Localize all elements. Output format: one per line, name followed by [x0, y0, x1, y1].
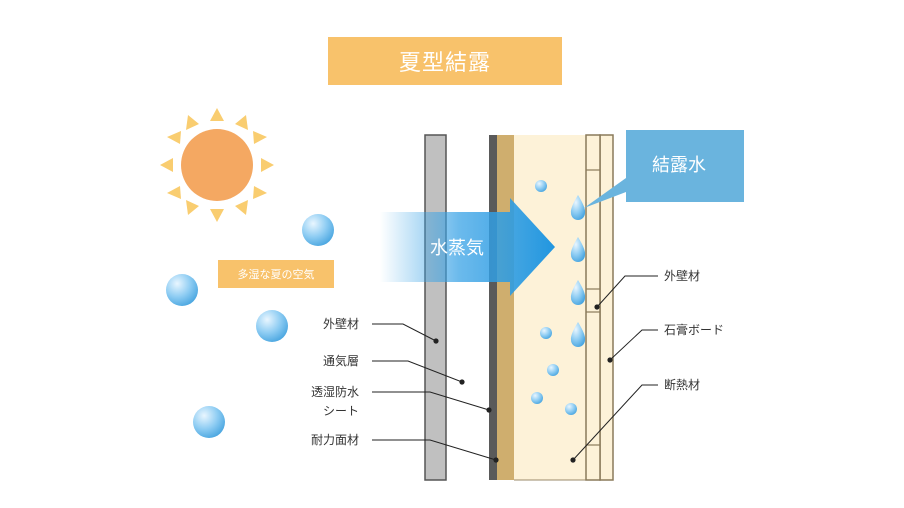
label-insulation: 断熱材 — [664, 378, 701, 392]
insulation-layer — [514, 135, 586, 480]
small-droplet — [565, 403, 577, 415]
teardrop-icon — [570, 322, 586, 347]
teardrop-icon — [570, 195, 586, 220]
water-bubble — [193, 406, 225, 438]
vapor-arrow — [380, 198, 555, 296]
sun-icon — [160, 108, 274, 222]
structural-panel-layer — [497, 135, 514, 480]
left-leader-lines — [372, 323, 497, 461]
label-exterior-wall-left: 外壁材 — [323, 317, 360, 331]
water-bubble — [302, 214, 334, 246]
label-membrane-line1: 透湿防水 — [311, 385, 360, 399]
water-bubble — [166, 274, 198, 306]
vapor-label: 水蒸気 — [430, 238, 484, 259]
water-bubble — [256, 310, 288, 342]
label-exterior-wall-right: 外壁材 — [664, 269, 701, 283]
teardrop-icon — [570, 280, 586, 305]
left-leader-dots — [433, 338, 499, 463]
humid-air-label: 多湿な夏の空気 — [218, 260, 334, 288]
small-droplet — [535, 180, 547, 192]
moisture-membrane-layer — [489, 135, 497, 480]
inner-finish-layer — [585, 134, 601, 481]
right-leader-dots — [570, 304, 613, 463]
small-droplet — [531, 392, 543, 404]
label-structural-panel: 耐力面材 — [311, 433, 360, 447]
label-ventilation-layer: 通気層 — [323, 354, 360, 368]
small-droplet — [547, 364, 559, 376]
diagram-title: 夏型結露 — [328, 37, 562, 85]
condensation-label: 結露水 — [652, 155, 706, 176]
small-droplet — [540, 327, 552, 339]
teardrop-icon — [570, 237, 586, 262]
label-gypsum-board: 石膏ボード — [664, 323, 725, 337]
right-leader-lines — [572, 275, 658, 461]
condensation-callout — [584, 130, 744, 208]
label-membrane-line2: シート — [323, 404, 360, 418]
exterior-wall-layer — [424, 134, 447, 481]
